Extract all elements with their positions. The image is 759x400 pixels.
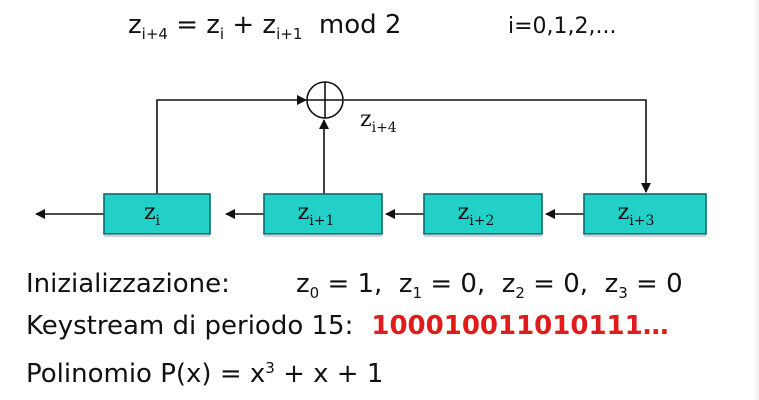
index-range: i=0,1,2,... xyxy=(508,14,617,39)
register-0-var: z xyxy=(144,200,156,225)
svg-text:zi: zi xyxy=(144,200,161,229)
init-values: z0 = 1, z1 = 0, z2 = 0, z3 = 0 xyxy=(296,268,683,309)
register-2-sub: i+2 xyxy=(469,213,494,229)
register-0-sub: i xyxy=(156,213,161,229)
register-1-var: z xyxy=(298,200,310,225)
tap-zi-line xyxy=(156,95,307,194)
lfsr-diagram: zi+4 zi zi+1 zi+2 zi+3 xyxy=(35,81,707,237)
polynomial-line: Polinomio P(x) = x3 + x + 1 xyxy=(26,352,383,390)
plus-sign: + xyxy=(232,10,255,40)
init-z3-rest: = 0 xyxy=(627,269,683,299)
keystream-line: Keystream di periodo 15: 100010011010111… xyxy=(26,310,669,342)
init-z1-sub: 1 xyxy=(412,284,423,302)
feedback-var: z xyxy=(360,107,372,132)
init-z2-var: z xyxy=(501,269,516,299)
mod-text: mod 2 xyxy=(318,10,402,40)
lhs-var: z xyxy=(128,10,142,40)
init-z2-sub: 2 xyxy=(515,284,525,302)
keystream-value: 100010011010111… xyxy=(371,311,669,341)
init-z1-rest: = 0, xyxy=(422,269,486,299)
feedback-sub: i+4 xyxy=(372,120,397,136)
init-z0-rest: = 1, xyxy=(319,269,383,299)
init-z0-sub: 0 xyxy=(309,284,320,302)
register-3: zi+3 xyxy=(583,193,707,237)
term1-sub: i xyxy=(219,25,225,43)
feedback-line xyxy=(344,99,651,193)
svg-text:zi+3: zi+3 xyxy=(618,200,655,229)
polynomial-prefix: Polinomio P(x) = x xyxy=(26,359,266,389)
equals-sign: = xyxy=(176,10,198,40)
register-0: zi xyxy=(103,193,211,237)
term2-sub: i+1 xyxy=(276,25,303,43)
keystream-label: Keystream di periodo 15: xyxy=(26,311,354,341)
polynomial-suffix: + x + 1 xyxy=(274,359,384,389)
recurrence-equation: zi+4 = zi + zi+1 mod 2 xyxy=(128,10,401,49)
register-2-var: z xyxy=(458,200,470,225)
init-z0-var: z xyxy=(296,269,310,299)
lhs-sub: i+4 xyxy=(141,25,168,43)
svg-text:zi+2: zi+2 xyxy=(458,200,495,229)
register-2: zi+2 xyxy=(423,193,543,237)
init-label: Inizializzazione: xyxy=(26,269,230,299)
svg-text:zi+1: zi+1 xyxy=(298,200,335,229)
window-edge xyxy=(753,0,759,400)
feedback-label: zi+4 xyxy=(360,107,397,136)
xor-gate xyxy=(306,81,344,119)
register-1-sub: i+1 xyxy=(309,213,334,229)
register-1: zi+1 xyxy=(263,193,383,237)
init-z2-rest: = 0, xyxy=(524,269,589,299)
register-3-sub: i+3 xyxy=(629,213,654,229)
register-3-var: z xyxy=(618,200,630,225)
init-z3-var: z xyxy=(604,269,619,299)
polynomial-exponent: 3 xyxy=(265,359,275,377)
init-z3-sub: 3 xyxy=(618,284,628,302)
init-z1-var: z xyxy=(398,269,413,299)
term1-var: z xyxy=(206,10,220,40)
term2-var: z xyxy=(262,10,277,40)
